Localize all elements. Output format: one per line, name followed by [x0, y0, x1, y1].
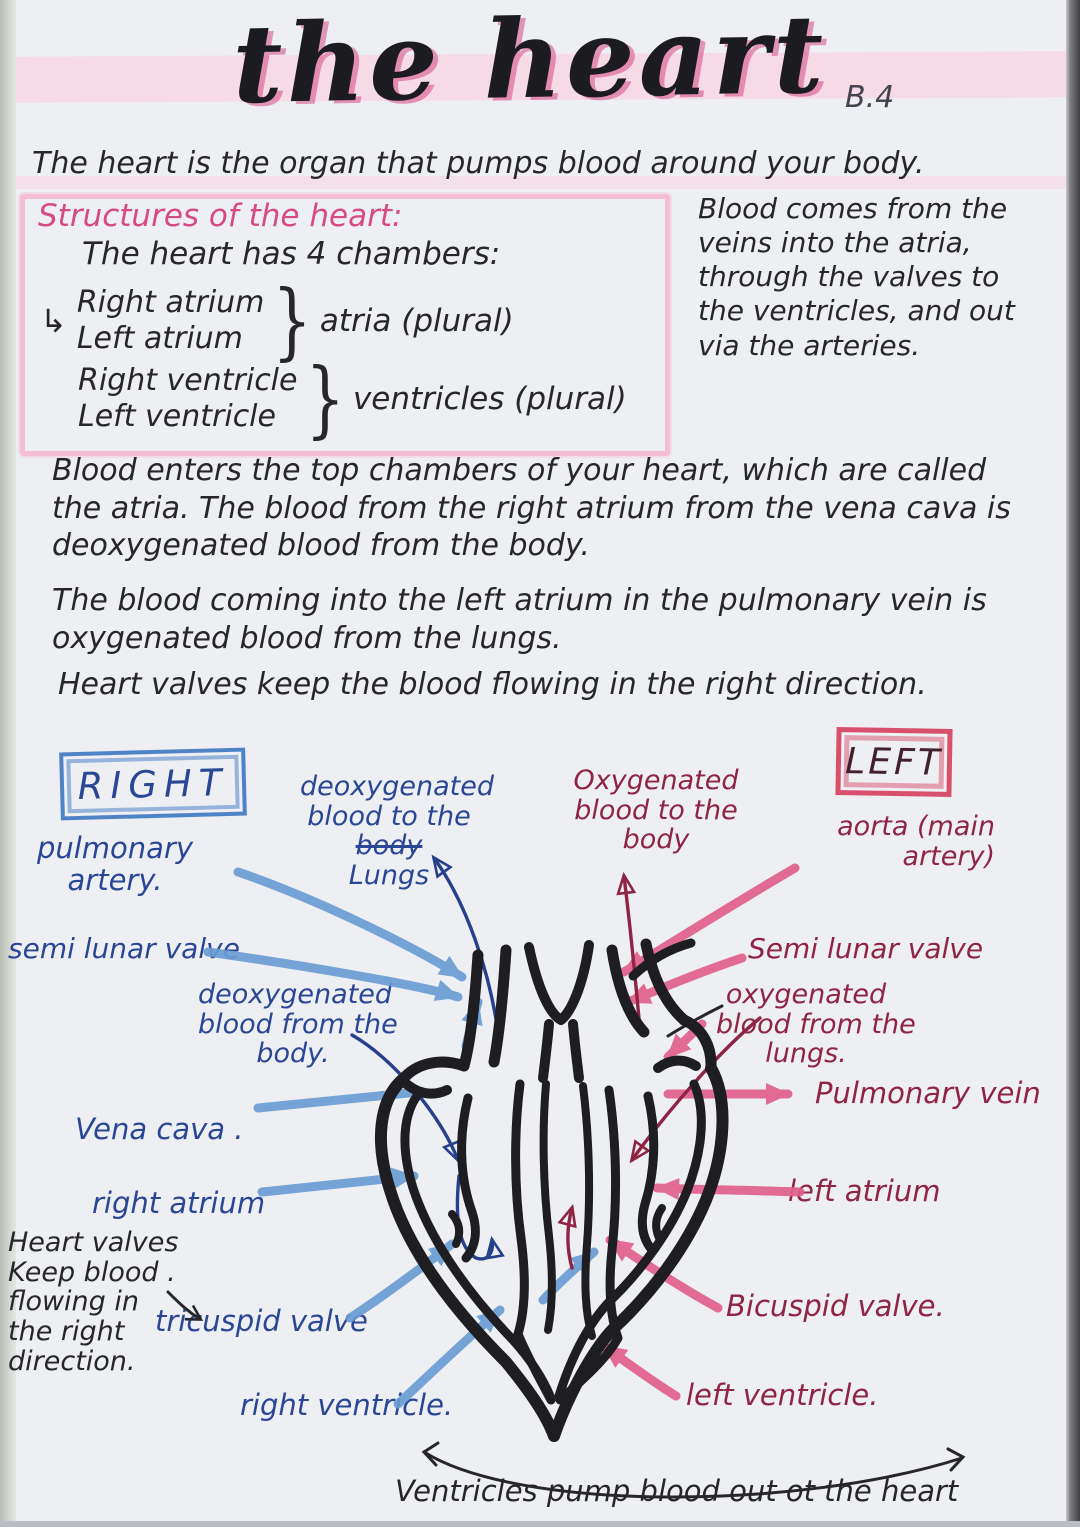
- label-line: right ventricle.: [240, 1388, 454, 1422]
- structures-heading: Structures of the heart:: [38, 198, 403, 234]
- ventricle-item: Left ventricle: [78, 398, 276, 434]
- side-note: Blood comes from the veins into the atri…: [698, 192, 1015, 362]
- label-right-atrium: right atrium: [92, 1186, 266, 1220]
- paragraph-left-atrium: The blood coming into the left atrium in…: [52, 583, 987, 656]
- label-tricuspid-valve: tricuspid valve: [155, 1304, 368, 1338]
- paragraph-valves: Heart valves keep the blood flowing in t…: [58, 667, 927, 702]
- label-right-ventricle: right ventricle.: [240, 1388, 454, 1422]
- label-bottom-caption: Ventricles pump blood out ot the heart: [395, 1474, 959, 1508]
- intro-sentence: The heart is the organ that pumps blood …: [32, 146, 925, 181]
- label-line: Heart valves: [8, 1227, 179, 1258]
- label-line: Semi lunar valve: [748, 932, 984, 965]
- paper-edge-right: [1066, 0, 1080, 1527]
- label-line: pulmonary: [36, 831, 194, 865]
- label-line: Lungs: [348, 860, 430, 892]
- label-line: artery.: [67, 862, 163, 897]
- label-semi-lunar-valve-left: semi lunar valve: [8, 932, 240, 965]
- label-line: Vena cava .: [75, 1112, 244, 1146]
- heart-outline: [375, 938, 729, 1442]
- label-line: deoxygenated: [300, 771, 494, 802]
- label-line: blood to the: [307, 800, 471, 832]
- label-bicuspid-valve: Bicuspid valve.: [726, 1289, 945, 1323]
- paper-edge-bottom: [0, 1521, 1080, 1527]
- atria-item: Right atrium: [76, 284, 265, 320]
- label-line: flowing in: [8, 1286, 139, 1318]
- atria-item: Left atrium: [76, 320, 243, 356]
- label-line: Pulmonary vein: [815, 1076, 1041, 1110]
- label-line: body: [622, 824, 690, 856]
- label-line: blood from the: [716, 1008, 916, 1040]
- structures-subheading: The heart has 4 chambers:: [82, 236, 501, 272]
- label-line: tricuspid valve: [155, 1304, 368, 1338]
- atria-note: atria (plural): [319, 302, 514, 339]
- label-left-ventricle: left ventricle.: [686, 1378, 879, 1412]
- label-line: Keep blood .: [8, 1256, 176, 1288]
- red-pen-arrows: [557, 871, 762, 1270]
- atria-items: Right atrium Left atrium: [77, 285, 265, 357]
- label-line: Bicuspid valve.: [726, 1289, 945, 1323]
- label-line: semi lunar valve: [8, 932, 240, 965]
- label-line: body.: [256, 1038, 330, 1070]
- paper-edge-left: [0, 0, 16, 1527]
- arrow-bullet-icon: ↳: [40, 301, 67, 340]
- label-line: Ventricles pump blood out ot the heart: [395, 1474, 959, 1508]
- label-left-atrium: left atrium: [788, 1174, 941, 1208]
- left-side-box: LEFT: [835, 726, 953, 798]
- label-line: direction.: [8, 1345, 136, 1377]
- label-vena-cava: Vena cava .: [75, 1112, 244, 1146]
- label-line: blood to the: [574, 794, 738, 826]
- label-line: the right: [8, 1316, 125, 1348]
- label-line: right atrium: [92, 1186, 266, 1220]
- ventricles-group: Right ventricle Left ventricle } ventric…: [78, 349, 627, 448]
- brace-glyph: }: [272, 271, 312, 370]
- label-line: aorta (main: [837, 811, 995, 842]
- label-line: deoxygenated: [198, 979, 392, 1010]
- page-reference: B.4: [845, 80, 895, 115]
- brace-glyph: }: [305, 349, 345, 448]
- pink-highlighter-stripe-thin: [0, 176, 1072, 189]
- label-line: artery): [902, 840, 995, 872]
- page-title: the heart: [231, 0, 829, 129]
- paragraph-atria: Blood enters the top chambers of your he…: [52, 453, 1011, 563]
- label-line: oxygenated: [725, 979, 887, 1010]
- right-side-box: RIGHT: [59, 747, 247, 821]
- label-semi-lunar-valve-right: Semi lunar valve: [748, 932, 984, 965]
- label-line: body: [355, 830, 423, 862]
- label-pulmonary-vein: Pulmonary vein: [815, 1076, 1041, 1110]
- atria-group: ↳ Right atrium Left atrium } atria (plur…: [40, 271, 514, 370]
- label-line: left atrium: [788, 1174, 941, 1208]
- label-line: left ventricle.: [686, 1378, 879, 1412]
- label-line: lungs.: [765, 1038, 847, 1070]
- structures-highlight-box: [20, 194, 670, 456]
- ventricle-item: Right ventricle: [78, 362, 298, 398]
- ventricles-note: ventricles (plural): [352, 380, 627, 417]
- ventricle-items: Right ventricle Left ventricle: [78, 363, 297, 435]
- label-line: Oxygenated: [573, 765, 739, 796]
- label-line: blood from the: [198, 1008, 398, 1040]
